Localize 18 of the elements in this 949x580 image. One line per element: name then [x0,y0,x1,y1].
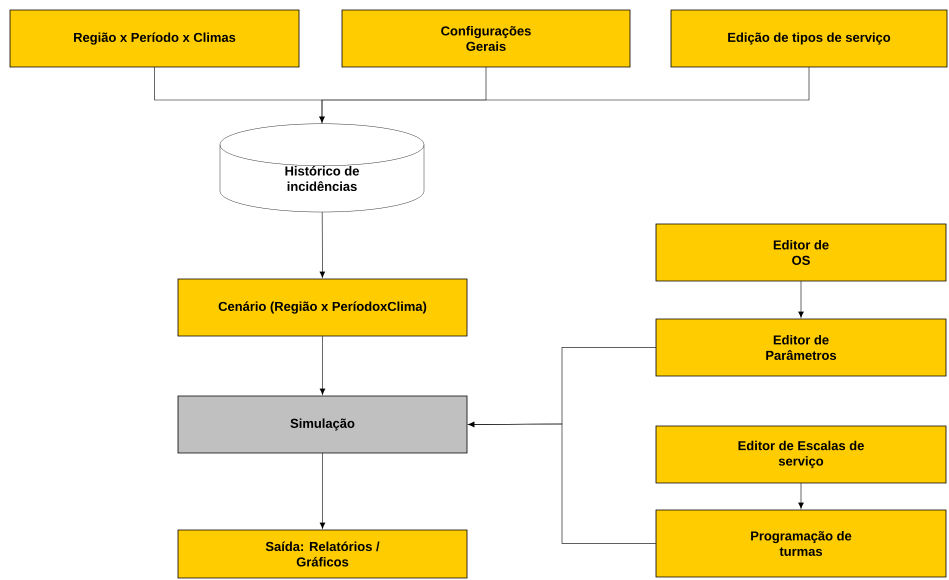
process-box: Editor de Parâmetros [656,318,946,376]
arrow [468,422,656,544]
process-box: Edição de tipos de serviço [670,10,948,68]
database-cylinder: Histórico de incidências [220,124,424,212]
process-box: Cenário (Região x PeríodoxClima) [178,278,468,336]
process-box: Saída: Relatórios / Gráficos [178,530,468,578]
arrow [320,212,326,278]
process-box: Simulação [178,396,468,454]
arrow [320,453,326,529]
process-box: Região x Período x Climas [10,10,300,68]
process-box: Editor de OS [656,224,946,282]
process-box: Editor de Escalas de serviço [656,426,946,484]
arrow [798,281,804,318]
process-box: Configurações Gerais [342,10,630,68]
arrow [798,483,804,509]
arrow [320,336,326,395]
arrow [319,67,810,123]
process-box: Programação de turmas [656,510,946,578]
